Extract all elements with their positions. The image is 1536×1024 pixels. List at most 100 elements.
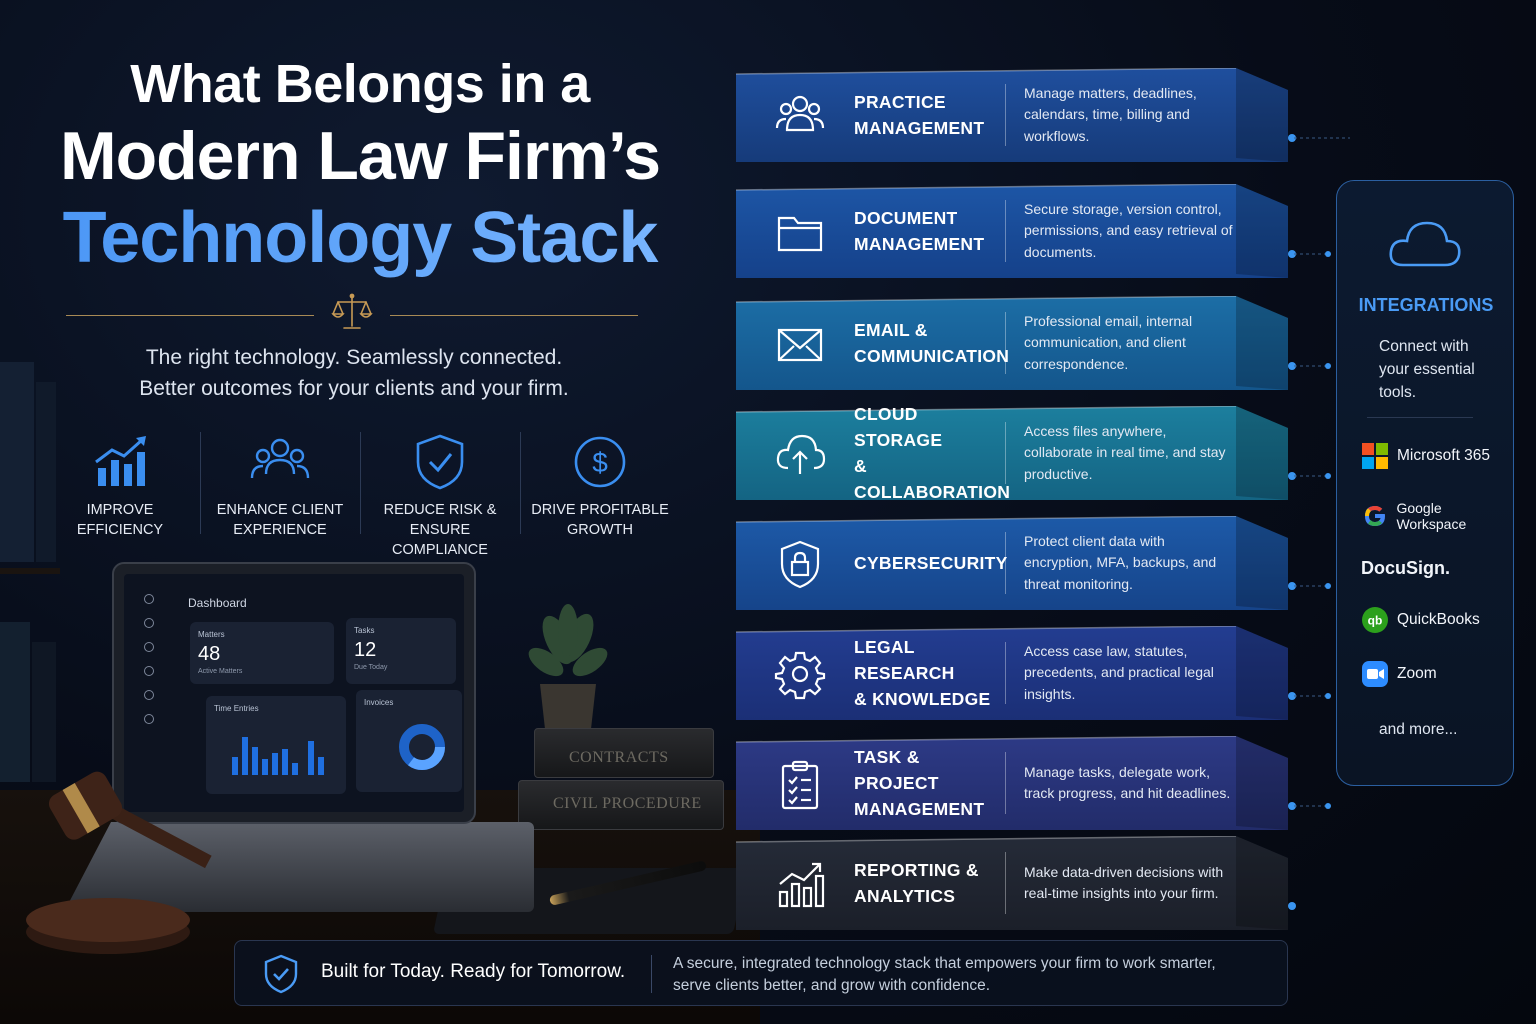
dollar-icon: $ (574, 436, 626, 488)
stack-layer-name-line-1: PRACTICE (854, 92, 946, 112)
stack-layer-description: Manage tasks, delegate work, track progr… (1024, 763, 1231, 802)
time-entries-bars (232, 737, 324, 775)
matters-sub: Active Matters (198, 668, 243, 675)
connector-dot (1288, 362, 1296, 370)
stack-layer-name-line-1: CLOUD STORAGE (854, 404, 943, 450)
stack-layer-name-line-1: CYBERSECURITY (854, 553, 1008, 573)
benefit-label: ENSURE COMPLIANCE (392, 522, 488, 558)
cloud-upload-icon (776, 434, 826, 474)
stack-layer-face (736, 296, 1288, 390)
nav-icon (144, 618, 154, 628)
connector-dot (1288, 802, 1296, 810)
bookshelf-image (0, 362, 60, 782)
tool-name: Microsoft 365 (1397, 447, 1491, 464)
stack-layer-name: LEGAL RESEARCH & KNOWLEDGE (854, 626, 1004, 720)
tasks-card: Tasks 12 Due Today (346, 618, 456, 684)
stack-layer-name-line-2: MANAGEMENT (854, 799, 985, 819)
integrations-subtitle: Connect with your essential tools. (1379, 338, 1475, 401)
home-icon (144, 594, 154, 604)
stack-layer-name-line-2: MANAGEMENT (854, 234, 985, 254)
stack-layer-divider (1005, 852, 1006, 914)
stack-layer-face (736, 184, 1288, 278)
benefit-client-experience: ENHANCE CLIENT EXPERIENCE (200, 430, 360, 560)
integrations-title: INTEGRATIONS (1358, 295, 1494, 315)
benefit-risk-compliance: REDUCE RISK & ENSURE COMPLIANCE (360, 430, 520, 560)
tool-name: Google Workspace (1396, 500, 1467, 532)
svg-text:qb: qb (1368, 614, 1383, 628)
stack-layer-name-line-1: DOCUMENT (854, 208, 958, 228)
stack-layer-face (736, 736, 1288, 830)
stack-layer-name: DOCUMENT MANAGEMENT (854, 184, 1004, 278)
shield-check-icon (416, 434, 464, 490)
dashboard-sidebar (134, 594, 164, 738)
stack-layer-face (736, 406, 1288, 500)
banner-text: A secure, integrated technology stack th… (673, 953, 1253, 997)
title-line-2: Modern Law Firm’s (59, 118, 661, 194)
connector-dot (1288, 692, 1296, 700)
tool-microsoft-365[interactable]: Microsoft 365 (1361, 441, 1490, 471)
connector-dot (1288, 250, 1296, 258)
tool-google-workspace[interactable]: Google Workspace (1361, 500, 1513, 532)
gear-icon (774, 651, 826, 700)
stack-layer-name-line-2: & KNOWLEDGE (854, 689, 991, 709)
stack-layer-name: CLOUD STORAGE& COLLABORATION (854, 404, 1010, 502)
integrations-divider (1367, 417, 1473, 418)
page-title: What Belongs in a Modern Law Firm’s Tech… (30, 52, 690, 280)
stack-layer-description: Access files anywhere, collaborate in re… (1024, 422, 1226, 482)
tasks-value: 12 (354, 639, 377, 661)
benefit-efficiency: IMPROVE EFFICIENCY (40, 430, 200, 560)
stack-layer-divider (1005, 422, 1006, 484)
tool-name: Zoom (1397, 665, 1437, 682)
benefit-profitable-growth: $ DRIVE PROFITABLE GROWTH (520, 430, 680, 560)
stack-layer-name-line-1: LEGAL RESEARCH (854, 637, 955, 683)
stack-layer-name: CYBERSECURITY (854, 516, 1007, 610)
book-civil-procedure: CIVIL PROCEDURE (518, 780, 724, 830)
stack-layer-face (736, 516, 1288, 610)
stack-layer-divider (1005, 200, 1006, 262)
scales-of-justice-icon (331, 293, 373, 329)
banner-headline: Built for Today. Ready for Tomorrow. (321, 961, 626, 982)
nav-icon (144, 714, 154, 724)
banner-text-line-2: serve clients better, and grow with conf… (673, 977, 991, 994)
shield-check-icon (264, 954, 298, 994)
tagline-line-2: Better outcomes for your clients and you… (139, 377, 569, 400)
stack-layer-name-line-2: MANAGEMENT (854, 118, 985, 138)
quickbooks-logo-icon: qb (1361, 606, 1389, 634)
stack-layer: TASK & PROJECT MANAGEMENT Manage tasks, de… (736, 736, 1296, 830)
dashboard-screen: Dashboard Matters 48 Active Matters Task… (124, 574, 464, 812)
connector-dot (1288, 902, 1296, 910)
tagline: The right technology. Seamlessly connect… (54, 342, 654, 404)
cloud-icon (1389, 221, 1461, 267)
title-line-1: What Belongs in a (130, 54, 590, 114)
people-icon (250, 438, 310, 479)
matters-card: Matters 48 Active Matters (190, 622, 334, 684)
zoom-logo-icon (1361, 660, 1389, 688)
dashboard-title: Dashboard (188, 596, 247, 610)
benefit-label: IMPROVE (86, 502, 154, 518)
stack-layer-name: EMAIL & COMMUNICATION (854, 296, 1009, 390)
tasks-label: Tasks (354, 626, 375, 635)
tool-zoom[interactable]: Zoom (1361, 659, 1437, 689)
time-entries-card: Time Entries (206, 696, 346, 794)
tool-docusign[interactable]: DocuSign. (1361, 553, 1450, 583)
benefit-label: ENHANCE CLIENT (216, 502, 344, 518)
tool-quickbooks[interactable]: qb QuickBooks (1361, 605, 1480, 635)
stack-layer-divider (1005, 312, 1006, 374)
integrations-panel: INTEGRATIONS Connect with your essential… (1336, 180, 1514, 786)
stack-layer-name-line-1: TASK & PROJECT (854, 747, 939, 793)
stack-layer-name: REPORTING &ANALYTICS (854, 836, 1004, 930)
growth-chart-icon (95, 436, 146, 486)
stack-layer-description: Professional email, internal communicati… (1024, 312, 1193, 372)
benefit-label: EFFICIENCY (76, 522, 164, 538)
stack-layer-name-line-1: EMAIL & (854, 320, 928, 340)
stack-layer-face (736, 836, 1288, 930)
connector-dot (1288, 472, 1296, 480)
microsoft-logo-icon (1361, 442, 1389, 470)
banner-divider (651, 955, 652, 993)
stack-layer-name-line-2: COMMUNICATION (854, 346, 1010, 366)
